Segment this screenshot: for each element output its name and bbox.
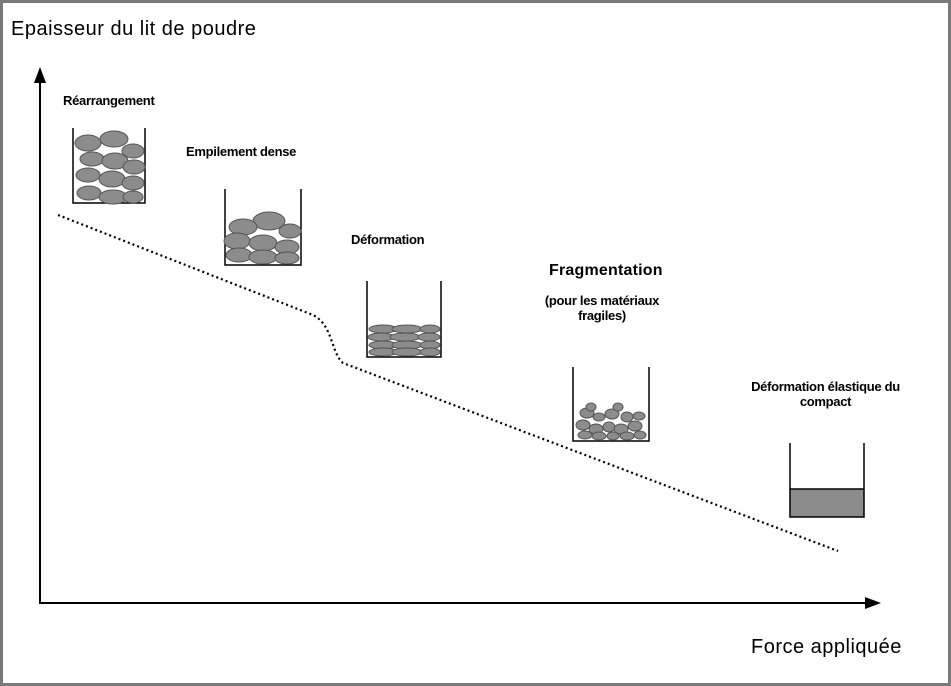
stage-note-fragmentation: (pour les matériaux fragiles) <box>527 293 677 323</box>
elastique-line1: Déformation élastique du <box>751 379 900 394</box>
fragmentation-note-line2: fragiles) <box>578 308 626 323</box>
particle <box>633 430 647 440</box>
particle <box>391 347 423 357</box>
beaker-empilement <box>224 189 302 266</box>
container-fragmentation <box>572 367 650 442</box>
container-deformation <box>366 281 442 358</box>
particle <box>122 190 144 204</box>
x-axis-arrow <box>865 597 881 609</box>
particle <box>228 218 258 236</box>
compact-block <box>790 489 864 517</box>
particles-empilement <box>223 211 302 265</box>
particle <box>223 232 251 250</box>
particles-rearrangement <box>74 130 146 205</box>
particle <box>604 408 620 420</box>
particle <box>419 324 441 334</box>
particle <box>75 167 101 183</box>
stage-label-deformation: Déformation <box>351 232 425 247</box>
particle <box>619 431 635 441</box>
stage-label-rearrangement: Réarrangement <box>63 93 155 108</box>
particle <box>620 411 634 423</box>
particle <box>627 420 643 432</box>
stage-label-fragmentation: Fragmentation <box>549 262 663 279</box>
container-empilement <box>223 189 302 266</box>
y-axis-label: Epaisseur du lit de poudre <box>11 18 257 40</box>
particle <box>278 223 302 239</box>
particle <box>419 347 441 357</box>
particle <box>606 431 620 441</box>
particle <box>591 431 607 441</box>
particle <box>274 251 300 265</box>
particle <box>76 185 102 201</box>
particle <box>417 332 441 342</box>
particle <box>121 143 145 159</box>
compaction-diagram <box>34 67 881 609</box>
particle <box>592 412 606 422</box>
stage-label-empilement: Empilement dense <box>186 144 297 159</box>
particle <box>389 332 421 342</box>
beaker-fragmentation <box>572 367 650 442</box>
y-axis-arrow <box>34 67 46 83</box>
particle <box>79 151 105 167</box>
particle <box>612 402 624 412</box>
beaker-deformation <box>366 281 442 358</box>
beaker-elastique <box>789 443 865 518</box>
elastique-line2: compact <box>799 394 852 409</box>
particle <box>391 324 423 334</box>
container-rearrangement <box>72 128 146 205</box>
particles-deformation <box>367 324 441 357</box>
particle <box>248 249 278 265</box>
particle <box>248 234 278 252</box>
particle <box>585 402 597 412</box>
particle <box>74 134 102 152</box>
particle <box>99 130 129 148</box>
particle <box>602 421 616 433</box>
particle <box>632 411 646 421</box>
particle <box>122 159 146 175</box>
x-axis-label: Force appliquée <box>751 636 902 658</box>
container-elastique <box>789 443 865 518</box>
stage-label-elastique: Déformation élastique du compact <box>723 379 928 409</box>
particles-fragmentation <box>575 402 647 441</box>
particle <box>577 430 593 440</box>
particle <box>225 247 253 263</box>
compaction-curve <box>57 213 839 553</box>
particle <box>575 419 591 431</box>
fragmentation-note-line1: (pour les matériaux <box>544 293 660 308</box>
particle <box>121 175 145 191</box>
particle <box>98 170 126 188</box>
